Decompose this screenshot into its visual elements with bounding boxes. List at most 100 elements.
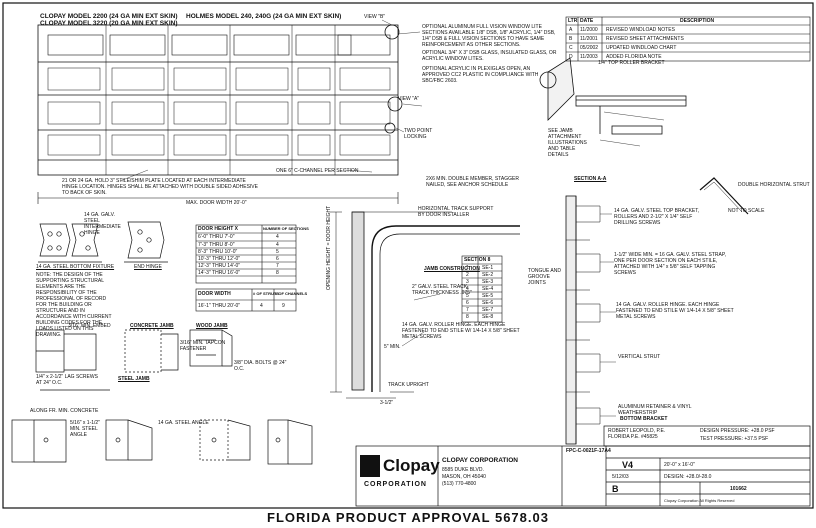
sect-2-b: SE-3 — [482, 279, 494, 285]
rev-1-ltr: B — [569, 36, 573, 42]
section-table-grid — [461, 255, 503, 323]
height-row-4-n: 7 — [276, 263, 279, 269]
height-row-3-n: 6 — [276, 256, 279, 262]
tongue-groove: TONGUE AND GROOVE JOINTS — [528, 268, 561, 286]
company-name: CLOPAY CORPORATION — [442, 457, 518, 464]
address-3: (513) 770-4800 — [442, 481, 477, 487]
jamb-construction: JAMB CONSTRUCTION — [424, 266, 480, 272]
wood-anchor-2: 1/4" x 2-1/2" LAG SCREWS AT 24" O.C. — [36, 374, 98, 386]
drawing-number: FPC-C-0021F-17A4 — [566, 448, 611, 454]
sect-5-b: SE-6 — [482, 300, 494, 306]
glazing-note-2: OPTIONAL 3/4" X 3" DSB GLASS, INSULATED … — [422, 50, 557, 62]
width-row-1: 4 — [260, 303, 263, 309]
sect-0-b: SE-1 — [482, 265, 494, 271]
height-table-title: DOOR HEIGHT X — [198, 226, 239, 232]
logo-word: Clopay — [383, 456, 440, 475]
rev-2-desc: UPDATED WINDLOAD CHART — [606, 45, 677, 51]
jamb-detail-drawings — [11, 329, 313, 465]
height-row-3: 10'-3" THRU 12'-0" — [198, 256, 241, 262]
sect-2-a: 3 — [466, 279, 469, 285]
glazing-note: OPTIONAL ALUMINUM FULL VISION WINDOW LIT… — [422, 24, 556, 48]
height-row-5-n: 8 — [276, 270, 279, 276]
door-height-table-grid — [195, 224, 297, 312]
rev-head-1: DATE — [580, 18, 594, 24]
rev-3-ltr: D — [569, 54, 573, 60]
clopay-logo-mark-icon — [360, 455, 380, 477]
sect-4-a: 5 — [466, 293, 469, 299]
sect-6-a: 7 — [466, 307, 469, 313]
section-a-a — [565, 177, 749, 445]
sect-6-b: SE-7 — [482, 307, 494, 313]
double-strut: DOUBLE HORIZONTAL STRUT — [738, 182, 810, 188]
model-range: 20'-0" x 16'-0" — [664, 462, 695, 468]
sect-0-a: 1 — [466, 265, 469, 271]
footer-title: FLORIDA PRODUCT APPROVAL 5678.03 — [267, 510, 549, 525]
strut-note: 14 GA. GALV. STEEL TOP BRACKET, ROLLERS … — [614, 208, 700, 226]
jamb-dim: 5" MIN. — [384, 344, 401, 350]
test-pressure: TEST PRESSURE: +37.5 PSF — [700, 436, 769, 442]
hinge-details — [38, 221, 168, 263]
rev-0-ltr: A — [569, 27, 573, 33]
reinforcing-note: 1-1/2" WIDE MIN. = 16 GA. GALV. STEEL ST… — [614, 252, 726, 276]
bottom-bracket: BOTTOM BRACKET — [620, 416, 668, 422]
part-number: 101662 — [730, 486, 747, 492]
rev-head-2: DESCRIPTION — [680, 18, 715, 24]
revision-table-grid — [565, 16, 811, 62]
steel-anchor: 3/8" DIA. BOLTS @ 24" O.C. — [234, 360, 287, 372]
height-row-2-n: 5 — [276, 249, 279, 255]
height-row-1-n: 4 — [276, 242, 279, 248]
bottom-fixture-label: 14 GA. STEEL BOTTOM FIXTURE — [36, 264, 115, 270]
rev-0-date: 11/2000 — [580, 27, 598, 33]
max-door-width: MAX. DOOR WIDTH 20'-0" — [186, 200, 247, 206]
sect-3-a: 4 — [466, 286, 469, 292]
angle-note: 5/16" x 1-1/2" MIN. STEEL ANGLE — [70, 420, 100, 438]
engineer-1: ROBERT LEOPOLD, P.E. — [608, 428, 666, 434]
sect-5-a: 6 — [466, 300, 469, 306]
track-note: 2" GALV. STEEL TRACK, TRACK THICKNESS .0… — [412, 284, 472, 296]
section-view-label: SECTION A-A — [574, 176, 607, 182]
width-head-0: DOOR WIDTH — [198, 291, 231, 297]
rev-3-date: 11/2003 — [580, 54, 598, 60]
wood-anchor-1: 3/16" MIN. EMBED — [68, 323, 111, 329]
roller-hinge-note: 14 GA. GALV. ROLLER HINGE. EACH HINGE FA… — [616, 302, 734, 320]
opening-height: OPENING HEIGHT = DOOR HEIGHT — [326, 205, 332, 290]
drawing-date: 5/12/03 — [612, 474, 629, 480]
width-head-1: # OF STRUTS — [253, 291, 280, 296]
rev-2-ltr: C — [569, 45, 573, 51]
c-channel-note: ONE 6" C-CHANNEL PER SECTION — [276, 168, 359, 174]
width-head-2: # OF CHANNELS — [275, 291, 308, 296]
revision-letter: B — [612, 484, 619, 494]
design-pressure: DESIGN PRESSURE: +28.0 PSF — [700, 428, 775, 434]
track-upright: TRACK UPRIGHT — [388, 382, 429, 388]
clopay-logo: Clopay CORPORATION — [360, 451, 440, 493]
rev-0-desc: REVISED WINDLOAD NOTES — [606, 27, 675, 33]
model-line-1: CLOPAY MODEL 2200 (24 GA MIN EXT SKIN) — [40, 13, 178, 20]
height-row-0-n: 4 — [276, 234, 279, 240]
height-row-4: 12'-3" THRU 14'-0" — [198, 263, 241, 269]
vertical-strut: VERTICAL STRUT — [618, 354, 661, 360]
scale-note: NOT TO SCALE — [728, 208, 765, 214]
height-row-1: 7'-3" THRU 8'-0" — [198, 242, 235, 248]
model-line-3: HOLMES MODEL 240, 240G (24 GA MIN EXT SK… — [186, 13, 342, 20]
header-note: 2X6 MIN. DOUBLE MEMBER, STAGGER NAILED, … — [426, 176, 519, 188]
height-row-2: 8'-3" THRU 10'-0" — [198, 249, 238, 255]
sect-1-a: 2 — [466, 272, 469, 278]
width-row-2: 9 — [282, 303, 285, 309]
sect-7-a: 8 — [466, 314, 469, 320]
concrete-jamb-label: CONCRETE JAMB — [130, 323, 174, 329]
glazing-note-3: OPTIONAL ACRYLIC IN PLEXIGLAS OPEN, AN A… — [422, 66, 539, 84]
height-table-col: NUMBER OF SECTIONS — [263, 226, 309, 231]
view-a-label: VIEW "A" — [398, 96, 420, 102]
rev-3-desc: ADDED FLORIDA NOTE — [606, 54, 662, 60]
load-spec: DESIGN: +28.0/-28.0 — [664, 474, 712, 480]
leader-lines — [119, 19, 665, 417]
masonry-note: ALONG FR. MIN. CONCRETE — [30, 408, 99, 414]
width-row-0: 16'-1" THRU 20'-0" — [198, 303, 241, 309]
rev-2-date: 05/2002 — [580, 45, 599, 51]
view-b-label: VIEW "B" — [364, 14, 386, 20]
sect-7-b: SE-8 — [482, 314, 494, 320]
wind-note: NOTE: THE DESIGN OF THE SUPPORTING STRUC… — [36, 272, 112, 338]
stile-note: 21 OR 24 GA. HOLD 3" STILE/SHIM PLATE LO… — [62, 178, 258, 196]
